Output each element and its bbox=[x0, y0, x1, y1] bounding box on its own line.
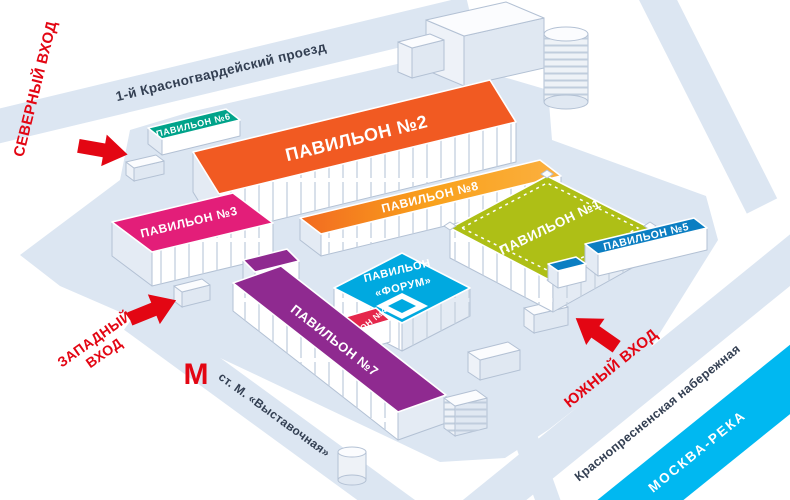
service-block-1 bbox=[467, 341, 521, 381]
pavilion-5[interactable]: ПАВИЛЬОН №5 bbox=[547, 217, 708, 289]
round-tower bbox=[543, 26, 589, 110]
metro-street-road bbox=[123, 302, 415, 500]
embankment-road bbox=[462, 234, 790, 500]
north-gate bbox=[125, 154, 165, 182]
south-entrance-arrow bbox=[575, 318, 621, 353]
west-gate bbox=[173, 278, 211, 308]
northeast-road bbox=[639, 0, 778, 214]
pavilion-1-corner-post bbox=[443, 221, 457, 231]
office-building bbox=[425, 1, 545, 87]
north-entrance-label: СЕВЕРНЫЙ ВХОД bbox=[10, 19, 61, 159]
office-annex bbox=[397, 33, 445, 79]
pavilion-1-corner-post bbox=[540, 169, 554, 179]
west-entrance-arrow bbox=[127, 294, 177, 326]
south-access-road bbox=[510, 423, 561, 500]
moskva-river bbox=[597, 344, 790, 500]
pavilion-2[interactable]: ПАВИЛЬОН №2 bbox=[192, 79, 517, 235]
north-road bbox=[0, 0, 474, 144]
pavilion-1[interactable]: ПАВИЛЬОН №1 bbox=[443, 169, 657, 313]
hatched-service-building bbox=[443, 389, 488, 437]
north-entrance-arrow bbox=[77, 134, 128, 167]
metro-icon: М bbox=[184, 358, 209, 391]
forum-skylight-top bbox=[388, 299, 416, 313]
bottom-tower bbox=[337, 446, 367, 486]
